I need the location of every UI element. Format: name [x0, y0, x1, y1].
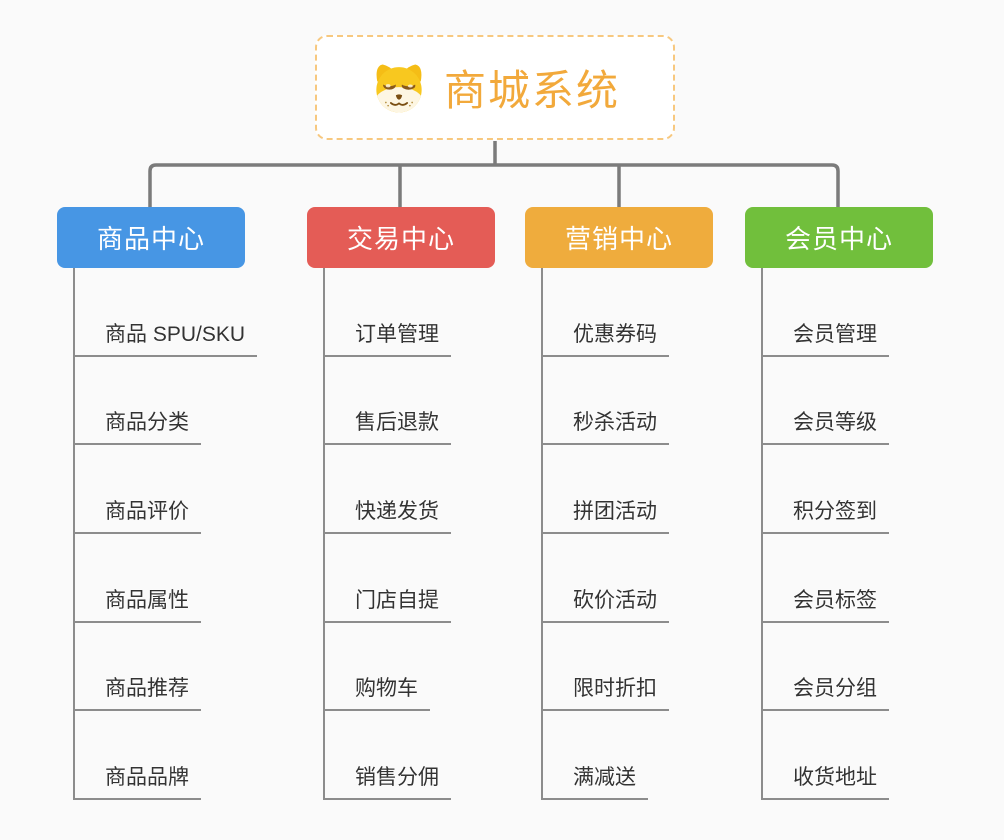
leaf-node[interactable]: 收货地址	[761, 761, 889, 801]
leaf-node[interactable]: 快递发货	[323, 495, 451, 535]
leaf-row: 商品分类	[57, 357, 245, 446]
leaf-node[interactable]: 积分签到	[761, 495, 889, 535]
leaf-row: 拼团活动	[525, 445, 713, 535]
leaf-node[interactable]: 购物车	[323, 672, 430, 712]
leaf-node[interactable]: 砍价活动	[541, 584, 669, 623]
leaf-row: 积分签到	[745, 445, 933, 535]
leaf-node[interactable]: 会员等级	[761, 406, 889, 446]
branch-node-member[interactable]: 会员中心	[745, 207, 933, 268]
leaf-row: 门店自提	[307, 534, 495, 623]
leaf-row: 快递发货	[307, 445, 495, 535]
leaf-row: 购物车	[307, 623, 495, 712]
leaf-row: 商品评价	[57, 445, 245, 535]
leaf-node[interactable]: 销售分佣	[323, 761, 451, 801]
leaf-node[interactable]: 会员标签	[761, 584, 889, 623]
leaf-node[interactable]: 售后退款	[323, 406, 451, 446]
leaf-node[interactable]: 商品属性	[73, 584, 201, 623]
leaf-row: 售后退款	[307, 357, 495, 446]
leaf-row: 优惠券码	[525, 268, 713, 357]
leaf-row: 商品属性	[57, 534, 245, 623]
leaf-row: 销售分佣	[307, 711, 495, 801]
leaf-node[interactable]: 商品评价	[73, 495, 201, 535]
branch-label: 会员中心	[784, 224, 893, 254]
leaf-node[interactable]: 门店自提	[323, 584, 451, 623]
leaf-row: 收货地址	[745, 711, 933, 801]
leaf-node[interactable]: 会员管理	[761, 318, 889, 357]
leaf-node[interactable]: 拼团活动	[541, 495, 669, 535]
leaf-row: 满减送	[525, 711, 713, 801]
doge-icon	[376, 63, 422, 112]
leaf-node[interactable]: 商品推荐	[73, 672, 201, 712]
branch-label: 商品中心	[96, 224, 205, 254]
branch-product-center: 商品中心 商品 SPU/SKU 商品分类 商品评价 商品属性 商品推荐 商品品牌	[57, 207, 258, 801]
leaf-row: 会员分组	[745, 623, 933, 712]
leaf-node[interactable]: 商品品牌	[73, 761, 201, 801]
leaf-row: 限时折扣	[525, 623, 713, 712]
leaf-node[interactable]: 满减送	[541, 761, 648, 801]
leaf-node[interactable]: 优惠券码	[541, 318, 669, 357]
leaf-node[interactable]: 订单管理	[323, 318, 451, 357]
leaf-row: 商品推荐	[57, 623, 245, 712]
leaf-row: 砍价活动	[525, 534, 713, 623]
leaf-row: 秒杀活动	[525, 357, 713, 446]
leaf-node[interactable]: 会员分组	[761, 672, 889, 712]
branch-label: 交易中心	[346, 224, 455, 254]
branch-trade-center: 交易中心 订单管理 售后退款 快递发货 门店自提 购物车 销售分佣	[307, 207, 495, 801]
branch-member-center: 会员中心 会员管理 会员等级 积分签到 会员标签 会员分组 收货地址	[745, 207, 933, 801]
branch-node-product[interactable]: 商品中心	[57, 207, 245, 268]
leaf-row: 订单管理	[307, 268, 495, 357]
leaf-node[interactable]: 商品分类	[73, 406, 201, 446]
root-node[interactable]: 商城系统	[315, 35, 675, 140]
leaf-row: 会员标签	[745, 534, 933, 623]
branch-label: 营销中心	[564, 224, 673, 254]
leaf-node[interactable]: 限时折扣	[541, 672, 669, 712]
branch-node-marketing[interactable]: 营销中心	[525, 207, 713, 268]
branch-marketing-center: 营销中心 优惠券码 秒杀活动 拼团活动 砍价活动 限时折扣 满减送	[525, 207, 713, 801]
branch-node-trade[interactable]: 交易中心	[307, 207, 495, 268]
leaf-row: 商品品牌	[57, 711, 245, 801]
leaf-node[interactable]: 秒杀活动	[541, 406, 669, 446]
leaf-row: 会员等级	[745, 357, 933, 446]
leaf-row: 商品 SPU/SKU	[57, 268, 258, 357]
leaf-node[interactable]: 商品 SPU/SKU	[73, 318, 258, 357]
leaf-row: 会员管理	[745, 268, 933, 357]
root-title: 商城系统	[443, 67, 620, 114]
